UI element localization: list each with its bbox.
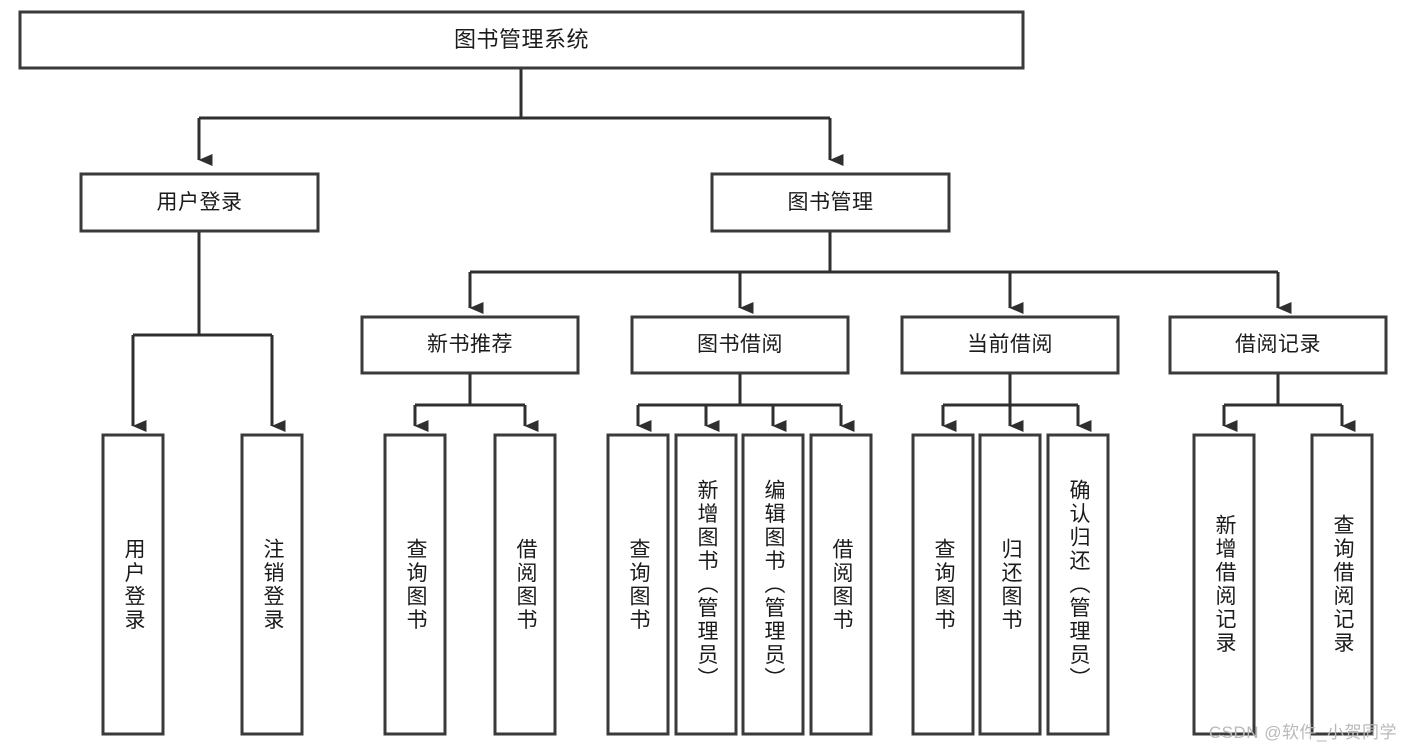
node-box-leaf-query-book-3[interactable] [911,433,975,736]
node-box-leaf-query-record[interactable] [1310,433,1374,736]
connector-group-book-management [468,232,1292,314]
node-box-book-borrow[interactable] [630,315,850,375]
watermark-text: CSDN @软件_小贺同学 [1208,723,1397,742]
node-box-leaf-confirm-return[interactable] [1046,433,1110,736]
node-box-user-login[interactable] [79,172,320,233]
node-box-leaf-borrow-book-1[interactable] [493,433,557,736]
node-box-leaf-add-record[interactable] [1192,433,1256,736]
connector-group-user-login [131,232,286,432]
node-box-leaf-add-book[interactable] [674,433,738,736]
node-box-new-book-recommend[interactable] [360,315,580,375]
node-box-leaf-user-login[interactable] [101,433,165,736]
node-box-root[interactable] [18,10,1025,70]
node-box-leaf-query-book-2[interactable] [606,433,670,736]
node-box-leaf-query-book-1[interactable] [383,433,447,736]
connector-group-root [197,68,844,166]
node-box-borrow-record[interactable] [1168,315,1388,375]
connector-group-borrow-record [1222,373,1356,432]
node-box-book-management[interactable] [710,172,951,233]
node-box-current-borrow[interactable] [900,315,1120,375]
connector-group-book-borrow [636,373,855,432]
node-box-leaf-logout-login[interactable] [240,433,304,736]
node-box-leaf-borrow-book-2[interactable] [809,433,873,736]
connector-group-current-borrow [941,373,1092,432]
connector-group-new-book-recommend [413,373,539,432]
node-box-leaf-return-book[interactable] [978,433,1042,736]
node-box-leaf-edit-book[interactable] [741,433,805,736]
